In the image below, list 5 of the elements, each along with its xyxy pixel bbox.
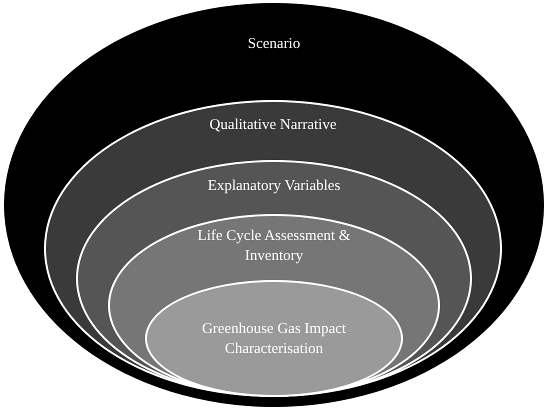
ellipse-label: Qualitative Narrative: [208, 116, 338, 135]
ellipse-label: Scenario: [246, 35, 302, 54]
ellipse-label: Greenhouse Gas Impact Characterisation: [200, 320, 348, 359]
ellipse-label: Life Cycle Assessment & Inventory: [196, 227, 352, 266]
ellipse-label: Explanatory Variables: [206, 177, 342, 196]
